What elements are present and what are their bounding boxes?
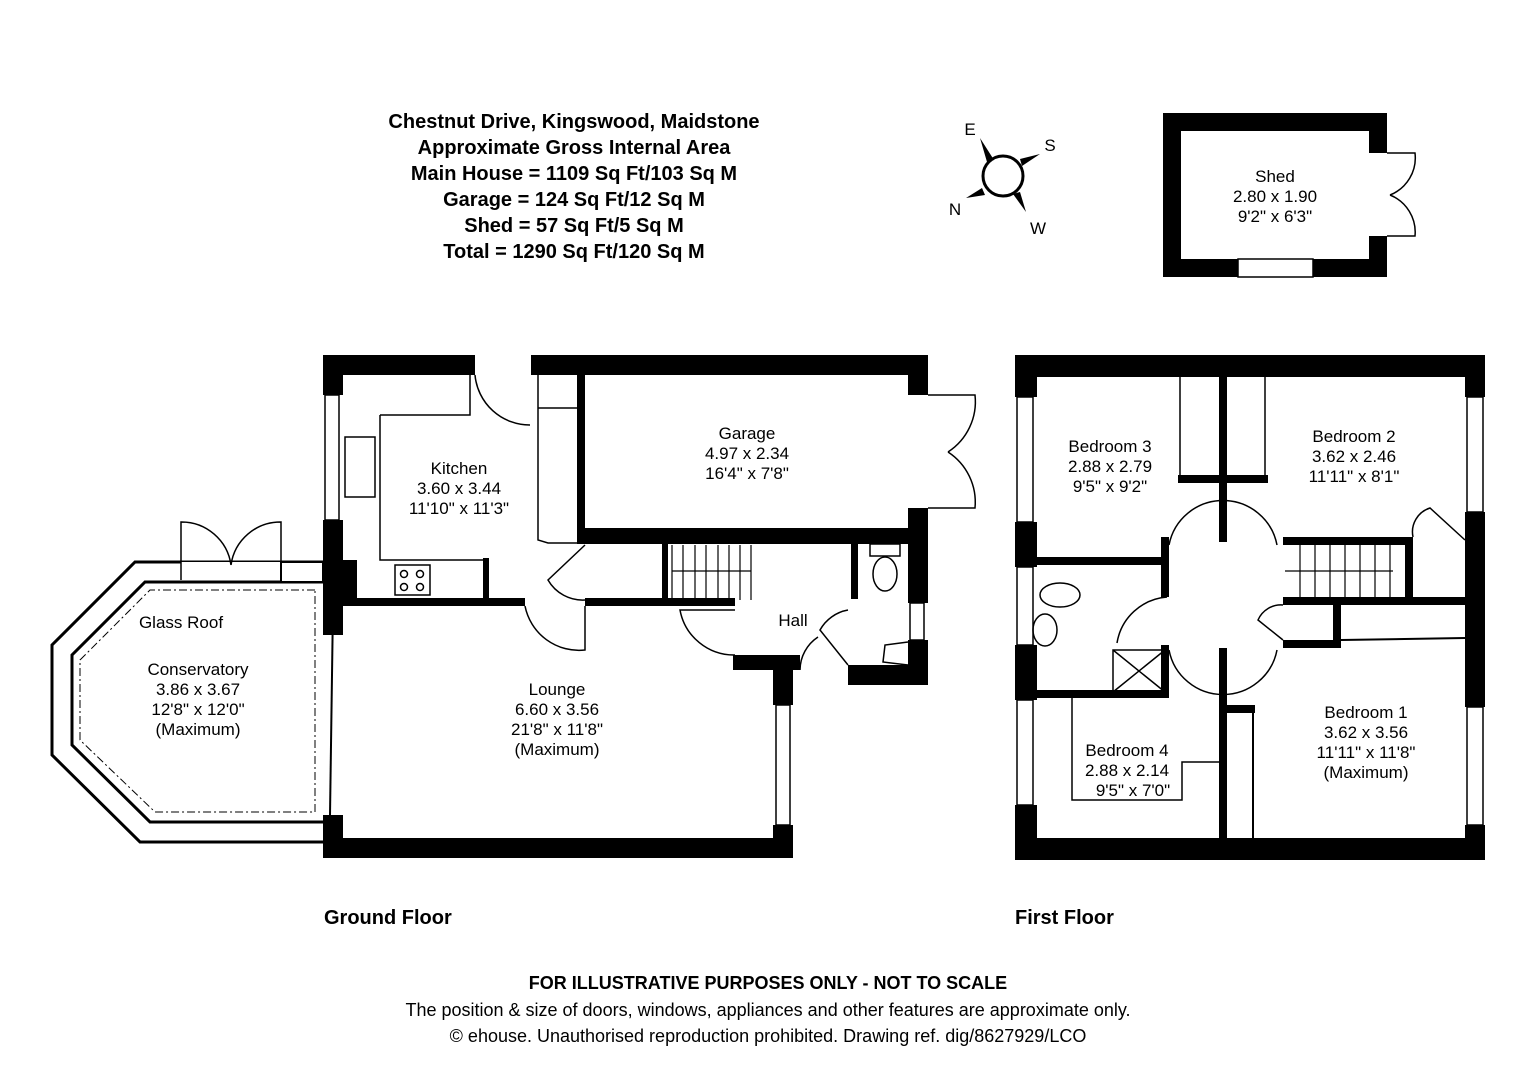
svg-text:6.60 x 3.56: 6.60 x 3.56 (515, 700, 599, 719)
svg-text:Lounge: Lounge (529, 680, 586, 699)
compass-east: E (964, 120, 975, 139)
svg-text:11'11" x 11'8": 11'11" x 11'8" (1317, 743, 1416, 762)
svg-text:4.97 x 2.34: 4.97 x 2.34 (705, 444, 789, 463)
room-conservatory: Glass Roof Conservatory 3.86 x 3.67 12'8… (139, 613, 249, 739)
room-bedroom-3: Bedroom 3 2.88 x 2.79 9'5" x 9'2" (1068, 437, 1152, 496)
total-area: Total = 1290 Sq Ft/120 Sq M (443, 241, 704, 263)
disclaimer: FOR ILLUSTRATIVE PURPOSES ONLY - NOT TO … (529, 973, 1007, 993)
svg-text:Bedroom 1: Bedroom 1 (1324, 703, 1407, 722)
compass-south: S (1044, 136, 1055, 155)
copyright: © ehouse. Unauthorised reproduction proh… (450, 1026, 1087, 1046)
svg-text:Garage: Garage (719, 424, 776, 443)
room-kitchen: Kitchen 3.60 x 3.44 11'10" x 11'3" (409, 459, 509, 518)
svg-text:3.62 x 2.46: 3.62 x 2.46 (1312, 447, 1396, 466)
shed-imperial: 9'2" x 6'3" (1238, 207, 1312, 226)
shed-plan: Shed 2.80 x 1.90 9'2" x 6'3" (1163, 113, 1417, 278)
shed-name: Shed (1255, 167, 1295, 186)
area-subtitle: Approximate Gross Internal Area (418, 137, 732, 159)
first-floor-plan (1015, 355, 1485, 860)
svg-text:Glass Roof: Glass Roof (139, 613, 223, 632)
approximation-note: The position & size of doors, windows, a… (405, 1000, 1130, 1020)
svg-text:(Maximum): (Maximum) (156, 720, 241, 739)
svg-text:16'4" x 7'8": 16'4" x 7'8" (705, 464, 789, 483)
garage-area: Garage = 124 Sq Ft/12 Sq M (443, 189, 705, 211)
svg-text:Bedroom 2: Bedroom 2 (1312, 427, 1395, 446)
svg-text:2.88 x 2.79: 2.88 x 2.79 (1068, 457, 1152, 476)
svg-text:Bedroom 3: Bedroom 3 (1068, 437, 1151, 456)
room-bedroom-1: Bedroom 1 3.62 x 3.56 11'11" x 11'8" (Ma… (1317, 703, 1416, 782)
address-title: Chestnut Drive, Kingswood, Maidstone (388, 111, 759, 133)
svg-text:3.62 x 3.56: 3.62 x 3.56 (1324, 723, 1408, 742)
svg-text:11'10" x 11'3": 11'10" x 11'3" (409, 499, 509, 518)
compass-west: W (1030, 219, 1046, 238)
svg-text:3.86 x 3.67: 3.86 x 3.67 (156, 680, 240, 699)
shed-area: Shed = 57 Sq Ft/5 Sq M (464, 215, 684, 237)
svg-text:Kitchen: Kitchen (431, 459, 488, 478)
svg-text:(Maximum): (Maximum) (1324, 763, 1409, 782)
ground-floor-label: Ground Floor (324, 907, 452, 929)
header: Chestnut Drive, Kingswood, Maidstone App… (388, 111, 759, 263)
svg-text:9'5" x 7'0": 9'5" x 7'0" (1096, 781, 1170, 800)
room-bedroom-2: Bedroom 2 3.62 x 2.46 11'11" x 8'1" (1309, 427, 1400, 486)
svg-text:21'8" x 11'8": 21'8" x 11'8" (511, 720, 603, 739)
ground-floor-plan (50, 355, 977, 858)
svg-text:3.60 x 3.44: 3.60 x 3.44 (417, 479, 501, 498)
room-lounge: Lounge 6.60 x 3.56 21'8" x 11'8" (Maximu… (511, 680, 603, 759)
footer: FOR ILLUSTRATIVE PURPOSES ONLY - NOT TO … (405, 973, 1130, 1046)
room-hall: Hall (778, 611, 807, 630)
svg-text:12'8" x 12'0": 12'8" x 12'0" (151, 700, 244, 719)
svg-text:Bedroom 4: Bedroom 4 (1085, 741, 1168, 760)
svg-text:Conservatory: Conservatory (147, 660, 249, 679)
svg-text:9'5" x 9'2": 9'5" x 9'2" (1073, 477, 1147, 496)
svg-text:(Maximum): (Maximum) (515, 740, 600, 759)
main-house-area: Main House = 1109 Sq Ft/103 Sq M (411, 163, 737, 185)
first-floor-label: First Floor (1015, 907, 1114, 929)
room-bedroom-4: Bedroom 4 2.88 x 2.14 9'5" x 7'0" (1085, 741, 1170, 800)
room-garage: Garage 4.97 x 2.34 16'4" x 7'8" (705, 424, 789, 483)
shed-metric: 2.80 x 1.90 (1233, 187, 1317, 206)
compass-icon: E S N W (949, 120, 1056, 238)
compass-north: N (949, 200, 961, 219)
svg-text:11'11" x 8'1": 11'11" x 8'1" (1309, 467, 1400, 486)
svg-text:2.88 x 2.14: 2.88 x 2.14 (1085, 761, 1169, 780)
